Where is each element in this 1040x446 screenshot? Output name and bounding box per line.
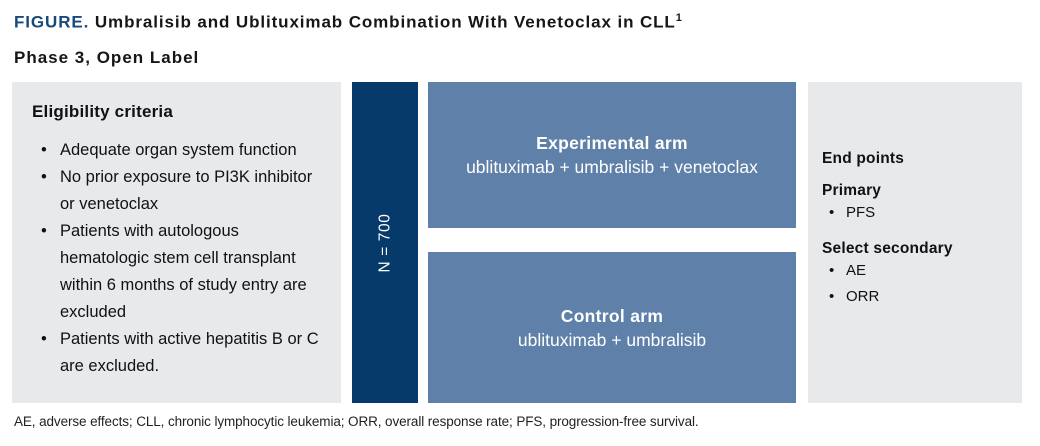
list-item: PFS xyxy=(822,200,1012,226)
experimental-arm-box: Experimental arm ublituximab + umbralisi… xyxy=(428,82,796,228)
endpoints-panel: End points Primary PFS Select secondary … xyxy=(808,82,1022,403)
list-item: AE xyxy=(822,258,1012,284)
figure-reference-superscript: 1 xyxy=(675,12,682,24)
figure-subtitle: Phase 3, Open Label xyxy=(14,48,200,67)
secondary-endpoints-list: AE ORR xyxy=(822,258,1012,310)
endpoints-primary-heading: Primary xyxy=(822,182,882,199)
control-arm-regimen: ublituximab + umbralisib xyxy=(517,329,707,350)
list-item: ORR xyxy=(822,284,1012,310)
endpoints-secondary-heading: Select secondary xyxy=(822,240,953,257)
list-item: Adequate organ system function xyxy=(32,137,325,164)
control-arm-name: Control arm xyxy=(560,305,664,326)
enrollment-label: N = 700 xyxy=(375,213,393,272)
eligibility-list: Adequate organ system function No prior … xyxy=(32,137,325,380)
eligibility-panel: Eligibility criteria Adequate organ syst… xyxy=(12,82,341,403)
control-arm-box: Control arm ublituximab + umbralisib xyxy=(428,252,796,403)
figure-label: FIGURE. xyxy=(14,12,90,32)
eligibility-heading: Eligibility criteria xyxy=(32,102,173,121)
list-item: No prior exposure to PI3K inhibitor or v… xyxy=(32,164,325,218)
list-item: Patients with active hepatitis B or C ar… xyxy=(32,326,325,380)
figure-title: FIGURE. Umbralisib and Ublituximab Combi… xyxy=(14,12,682,33)
endpoints-heading: End points xyxy=(822,150,905,167)
experimental-arm-regimen: ublituximab + umbralisib + venetoclax xyxy=(466,157,758,177)
enrollment-bar: N = 700 xyxy=(352,82,418,403)
abbreviations-footnote: AE, adverse effects; CLL, chronic lympho… xyxy=(14,414,699,429)
experimental-arm-name: Experimental arm xyxy=(536,133,688,153)
list-item: Patients with autologous hematologic ste… xyxy=(32,218,325,326)
figure-title-text: Umbralisib and Ublituximab Combination W… xyxy=(89,12,676,32)
primary-endpoints-list: PFS xyxy=(822,200,1012,226)
